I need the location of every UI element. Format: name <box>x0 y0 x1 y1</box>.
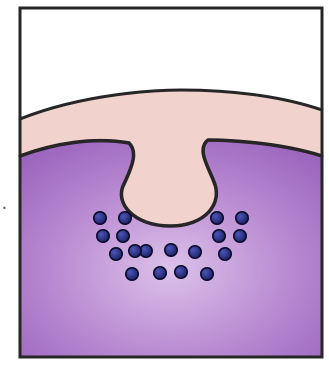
cell-12 <box>219 248 231 260</box>
cell-9 <box>175 266 187 278</box>
small-mark: • <box>2 204 7 213</box>
cell-17 <box>119 212 131 224</box>
cell-14 <box>234 230 246 242</box>
cell-10 <box>189 246 201 258</box>
cell-18 <box>211 212 223 224</box>
cell-16 <box>129 245 141 257</box>
cell-13 <box>213 230 225 242</box>
cell-11 <box>201 268 213 280</box>
cell-15 <box>236 212 248 224</box>
cell-4 <box>110 248 122 260</box>
cell-8 <box>165 244 177 256</box>
cell-2 <box>97 230 109 242</box>
cell-1 <box>94 212 106 224</box>
cell-7 <box>154 267 166 279</box>
cell-3 <box>117 230 129 242</box>
cell-5 <box>126 268 138 280</box>
